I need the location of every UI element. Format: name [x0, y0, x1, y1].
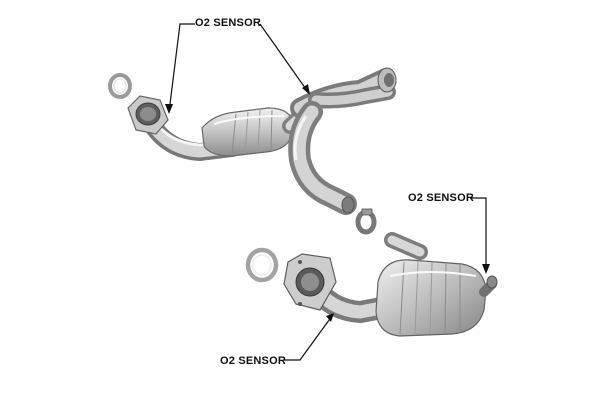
inlet-flange-lower [283, 253, 337, 311]
pipe-clamp [355, 208, 377, 235]
gasket-ring-upper [108, 73, 132, 99]
leader-arrowheads [165, 84, 490, 322]
o2-sensor-label-top: O2 SENSOR [195, 17, 261, 29]
outlet-flange-upper [377, 67, 397, 93]
o2-sensor-label-bottom: O2 SENSOR [220, 355, 286, 367]
gasket-ring-lower [245, 247, 279, 283]
catalytic-converter-upper [201, 107, 293, 157]
leader-lines [168, 23, 487, 361]
inlet-flange-upper [127, 95, 169, 135]
o2-sensor-label-right: O2 SENSOR [408, 192, 474, 204]
catalytic-converter-lower [375, 259, 487, 337]
